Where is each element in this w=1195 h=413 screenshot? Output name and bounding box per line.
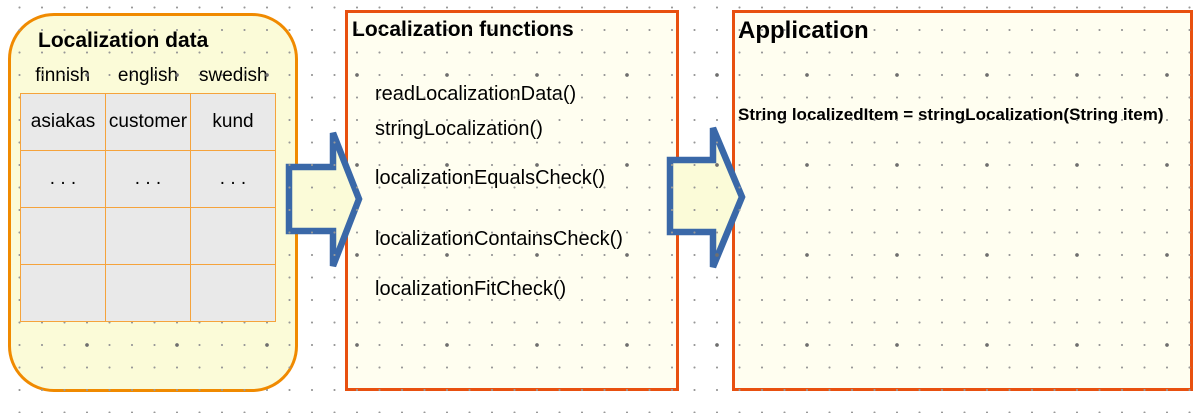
- function-item: stringLocalization(): [375, 118, 543, 140]
- function-item: localizationEqualsCheck(): [375, 167, 606, 189]
- localization-table: asiakas customer kund . . . . . . . . .: [20, 93, 276, 322]
- table-cell: customer: [105, 93, 191, 151]
- table-row: asiakas customer kund: [20, 93, 276, 151]
- table-cell: kund: [190, 93, 276, 151]
- localization-data-panel: Localization data finnish english swedis…: [8, 13, 298, 392]
- application-panel: Application String localizedItem = strin…: [732, 10, 1193, 391]
- table-cell: [105, 207, 191, 265]
- table-row: . . . . . . . . .: [20, 150, 276, 208]
- table-cell: [105, 264, 191, 322]
- table-cell: [20, 264, 106, 322]
- function-item: localizationContainsCheck(): [375, 228, 623, 250]
- table-cell: . . .: [190, 150, 276, 208]
- localization-data-title: Localization data: [38, 29, 209, 52]
- localization-functions-panel: Localization functions readLocalizationD…: [345, 10, 679, 391]
- block-arrow-right-icon: [666, 126, 746, 269]
- block-arrow-right-icon: [285, 131, 363, 268]
- table-cell: [20, 207, 106, 265]
- column-header-swedish: swedish: [198, 65, 268, 86]
- table-row: [20, 207, 276, 265]
- function-item: localizationFitCheck(): [375, 278, 567, 300]
- table-row: [20, 264, 276, 322]
- column-header-finnish: finnish: [35, 65, 91, 86]
- table-cell: . . .: [105, 150, 191, 208]
- application-code-line: String localizedItem = stringLocalizatio…: [738, 105, 1164, 124]
- column-header-english: english: [117, 65, 179, 86]
- function-item: readLocalizationData(): [375, 83, 577, 105]
- table-cell: . . .: [20, 150, 106, 208]
- localization-functions-title: Localization functions: [352, 18, 574, 41]
- application-title: Application: [738, 17, 869, 44]
- table-column-headers: finnish english swedish: [20, 65, 276, 87]
- table-cell: [190, 207, 276, 265]
- table-cell: asiakas: [20, 93, 106, 151]
- table-cell: [190, 264, 276, 322]
